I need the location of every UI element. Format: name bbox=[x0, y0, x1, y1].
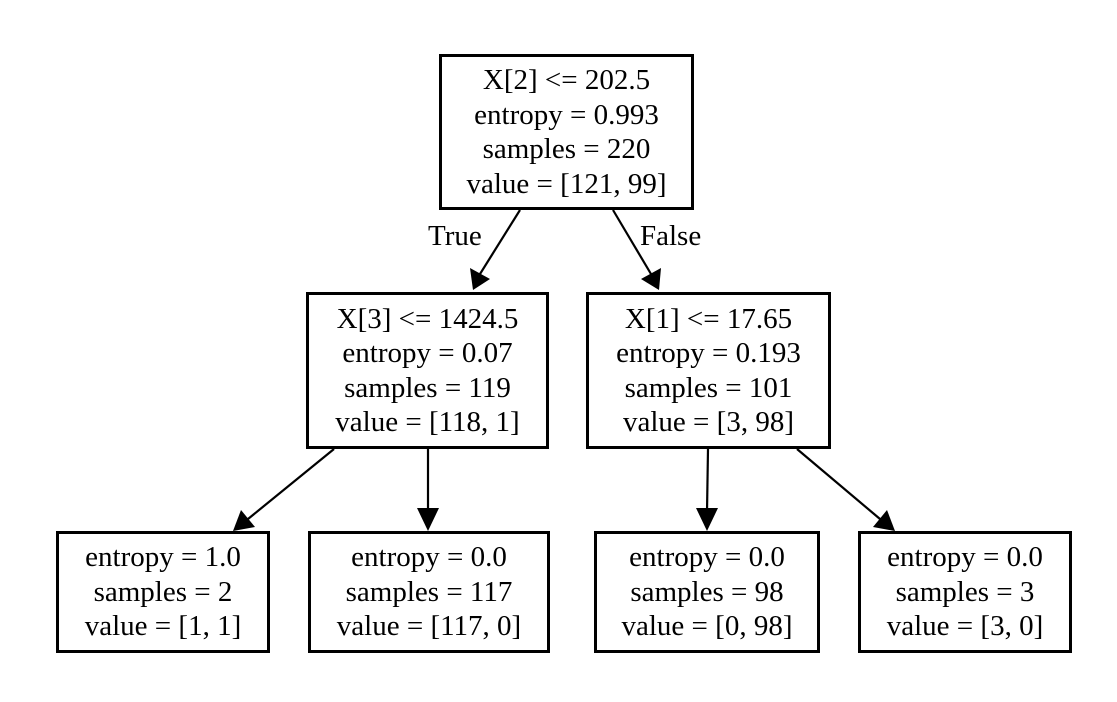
tree-node-root: X[2] <= 202.5 entropy = 0.993 samples = … bbox=[439, 54, 694, 210]
node-entropy: entropy = 0.07 bbox=[342, 337, 513, 369]
node-split-condition: X[2] <= 202.5 bbox=[482, 64, 651, 96]
edge-right-to-leaf-rl bbox=[696, 448, 718, 531]
tree-leaf-right-left: entropy = 0.0 samples = 98 value = [0, 9… bbox=[594, 531, 820, 653]
node-samples: samples = 220 bbox=[482, 133, 651, 165]
node-entropy: entropy = 0.0 bbox=[629, 541, 785, 574]
tree-leaf-right-right: entropy = 0.0 samples = 3 value = [3, 0] bbox=[858, 531, 1072, 653]
edge-left-to-leaf-lr bbox=[417, 449, 439, 531]
node-entropy: entropy = 0.193 bbox=[616, 337, 801, 369]
tree-node-left: X[3] <= 1424.5 entropy = 0.07 samples = … bbox=[306, 292, 549, 449]
edge-root-to-left bbox=[470, 209, 521, 290]
node-samples: samples = 2 bbox=[93, 575, 233, 608]
node-value: value = [121, 99] bbox=[466, 167, 667, 200]
node-value: value = [118, 1] bbox=[335, 406, 520, 438]
edge-label-false: False bbox=[640, 220, 702, 252]
node-split-condition: X[3] <= 1424.5 bbox=[336, 302, 519, 335]
node-value: value = [117, 0] bbox=[336, 610, 522, 643]
node-samples: samples = 101 bbox=[624, 371, 793, 404]
edge-label-true: True bbox=[428, 220, 482, 252]
node-value: value = [3, 98] bbox=[623, 406, 794, 438]
node-entropy: entropy = 0.0 bbox=[887, 541, 1043, 574]
node-entropy: entropy = 0.0 bbox=[351, 541, 507, 574]
tree-node-right: X[1] <= 17.65 entropy = 0.193 samples = … bbox=[586, 292, 831, 449]
node-samples: samples = 119 bbox=[344, 371, 511, 404]
node-value: value = [0, 98] bbox=[621, 610, 793, 643]
node-entropy: entropy = 1.0 bbox=[85, 541, 241, 574]
node-entropy: entropy = 0.993 bbox=[474, 98, 659, 131]
node-samples: samples = 98 bbox=[630, 575, 784, 608]
edge-root-to-right bbox=[612, 209, 661, 290]
edge-right-to-leaf-rr bbox=[796, 448, 895, 531]
node-samples: samples = 3 bbox=[895, 575, 1035, 608]
node-value: value = [3, 0] bbox=[886, 610, 1044, 643]
node-samples: samples = 117 bbox=[345, 575, 513, 608]
node-split-condition: X[1] <= 17.65 bbox=[624, 302, 793, 335]
edge-left-to-leaf-ll bbox=[233, 448, 335, 531]
node-value: value = [1, 1] bbox=[84, 610, 242, 643]
tree-leaf-left-right: entropy = 0.0 samples = 117 value = [117… bbox=[308, 531, 550, 653]
tree-leaf-left-left: entropy = 1.0 samples = 2 value = [1, 1] bbox=[56, 531, 270, 653]
